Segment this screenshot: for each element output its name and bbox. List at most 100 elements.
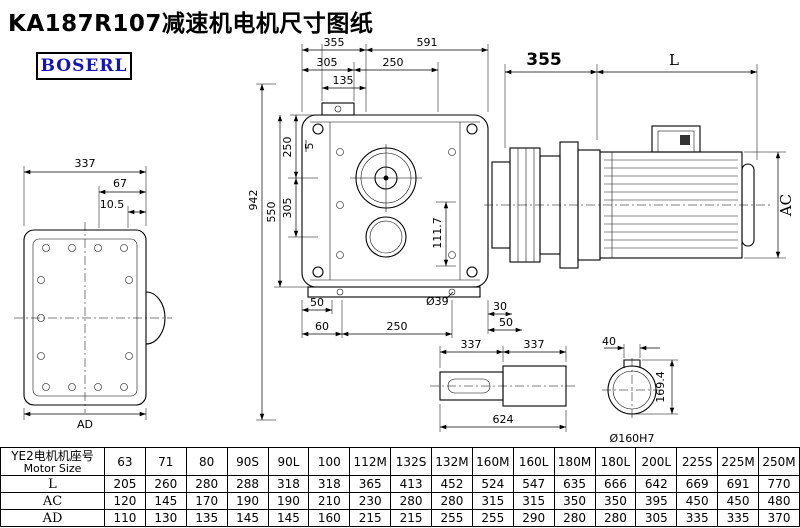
motor-side-view: 355 L AC (484, 50, 795, 269)
dim-624: 624 (493, 413, 514, 426)
dim-305-top: 305 (317, 56, 338, 69)
cell-ac-160M: 315 (471, 492, 514, 510)
dim-60: 60 (315, 320, 329, 333)
motor-size-col-225M: 225M (717, 447, 759, 476)
cell-ad-160M: 255 (471, 509, 514, 527)
cell-l-132M: 452 (431, 475, 473, 493)
page-title: KA187R107减速机电机尺寸图纸 (8, 11, 374, 37)
dim-942: 942 (247, 190, 260, 211)
cell-ac-160L: 315 (512, 492, 555, 510)
dim-67: 67 (113, 177, 127, 190)
motor-size-col-180M: 180M (553, 447, 596, 476)
cell-l-200L: 642 (635, 475, 678, 493)
dim-135: 135 (333, 74, 354, 87)
cell-ad-250M: 370 (758, 509, 800, 527)
cell-l-90S: 288 (226, 475, 269, 493)
cell-l-160M: 524 (471, 475, 514, 493)
dim-250-left: 250 (281, 137, 294, 158)
cell-ac-180M: 350 (553, 492, 596, 510)
motor-size-col-90S: 90S (226, 447, 269, 476)
cell-l-180L: 666 (594, 475, 637, 493)
cell-ac-225M: 450 (717, 492, 759, 510)
dim-50-bottom-b: 50 (499, 316, 513, 329)
cell-l-112M: 365 (349, 475, 392, 493)
dim-250-top: 250 (383, 56, 404, 69)
cell-ad-90L: 145 (267, 509, 310, 527)
cell-ac-63: 120 (104, 492, 146, 510)
cell-l-80: 280 (185, 475, 228, 493)
technical-drawing: 337 67 10.5 AD (14, 36, 795, 445)
cell-l-71: 260 (144, 475, 187, 493)
cell-l-90L: 318 (267, 475, 310, 493)
cell-ac-180L: 350 (594, 492, 637, 510)
motor-size-col-71: 71 (144, 447, 187, 476)
motor-size-col-100: 100 (308, 447, 351, 476)
dim-591: 591 (417, 36, 438, 49)
cell-l-180M: 635 (553, 475, 596, 493)
cell-ac-100: 210 (308, 492, 351, 510)
cell-ad-180M: 280 (553, 509, 596, 527)
motor-size-col-160L: 160L (512, 447, 555, 476)
cell-ac-200L: 395 (635, 492, 678, 510)
cell-ac-132M: 280 (431, 492, 473, 510)
motor-size-col-63: 63 (104, 447, 146, 476)
cell-l-100: 318 (308, 475, 351, 493)
cell-ad-100: 160 (308, 509, 351, 527)
cell-l-250M: 770 (758, 475, 800, 493)
dim-10-5: 10.5 (100, 198, 125, 211)
dim-111-7: 111.7 (431, 217, 444, 249)
shaft-detail-view: 337 337 624 40 169.4 Ø160H7 (430, 335, 678, 445)
cell-ac-80: 170 (185, 492, 228, 510)
motor-size-col-200L: 200L (635, 447, 678, 476)
main-gearbox-view: 355 591 305 250 135 250 305 5 550 942 11… (247, 36, 522, 421)
cell-ad-225S: 335 (676, 509, 719, 527)
row-label-ad: AD (0, 509, 105, 527)
dim-30: 30 (493, 300, 507, 313)
row-label-ac: AC (0, 492, 105, 510)
cell-ad-112M: 215 (349, 509, 392, 527)
cell-ad-90S: 145 (226, 509, 269, 527)
dim-40-keyway: 40 (602, 335, 616, 348)
left-side-view: 337 67 10.5 AD (14, 157, 172, 431)
dim-305-left: 305 (281, 198, 294, 219)
cell-ad-180L: 280 (594, 509, 637, 527)
cell-l-160L: 547 (512, 475, 555, 493)
dim-diameter-39: Ø39 (426, 295, 449, 308)
motor-size-col-160M: 160M (471, 447, 514, 476)
cell-ac-71: 145 (144, 492, 187, 510)
dim-337-left-view: 337 (75, 157, 96, 170)
dim-50-bottom-a: 50 (310, 296, 324, 309)
dim-355-top: 355 (324, 36, 345, 49)
dim-AC-label: AC (777, 194, 795, 217)
cell-ad-132S: 215 (390, 509, 432, 527)
cell-ac-90S: 190 (226, 492, 269, 510)
dim-169-4: 169.4 (654, 371, 667, 403)
motor-size-col-112M: 112M (349, 447, 392, 476)
cell-ac-112M: 230 (349, 492, 392, 510)
dim-337-shaft-b: 337 (524, 338, 545, 351)
brand-logo: BOSERL (36, 52, 132, 80)
cell-ad-225M: 335 (717, 509, 759, 527)
row-label-l: L (0, 475, 105, 493)
motor-size-col-132S: 132S (390, 447, 432, 476)
cell-ad-132M: 255 (431, 509, 473, 527)
cell-ac-250M: 480 (758, 492, 800, 510)
motor-size-col-132M: 132M (431, 447, 473, 476)
motor-size-col-180L: 180L (594, 447, 637, 476)
dim-5: 5 (303, 143, 316, 150)
cell-l-225M: 691 (717, 475, 759, 493)
motor-size-col-225S: 225S (676, 447, 719, 476)
cell-l-132S: 413 (390, 475, 432, 493)
cell-ac-90L: 190 (267, 492, 310, 510)
cell-ad-63: 110 (104, 509, 146, 527)
dim-AD-label: AD (77, 418, 93, 431)
dim-337-shaft-a: 337 (461, 338, 482, 351)
dim-L-label: L (669, 51, 679, 69)
cell-ad-160L: 290 (512, 509, 555, 527)
motor-size-header-cell: YE2电机机座号 Motor Size (0, 447, 105, 476)
